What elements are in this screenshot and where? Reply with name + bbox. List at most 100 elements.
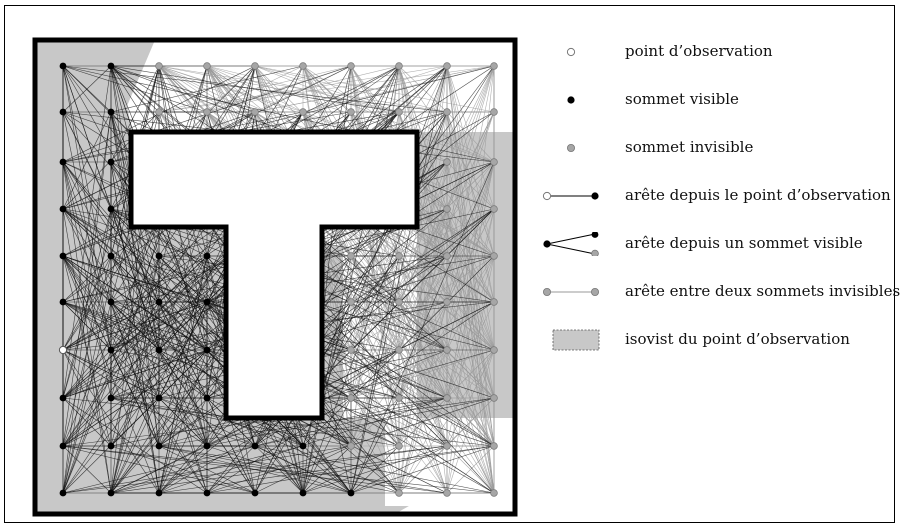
- visible-edge: [302, 65, 448, 447]
- invisible-vertex: [490, 62, 498, 70]
- visible-edge: [62, 301, 160, 351]
- invisible-vertex: [251, 62, 259, 70]
- visible-vertex: [203, 489, 211, 497]
- invisible-edge: [446, 111, 495, 494]
- legend-item-edge-from-observation: arête depuis le point d’observation: [533, 184, 901, 208]
- visible-vertex: [203, 442, 211, 450]
- visible-edge: [110, 65, 160, 163]
- visible-edge: [110, 208, 160, 494]
- visible-edge: [350, 445, 495, 494]
- invisible-edge: [254, 65, 400, 113]
- legend-item-invisible-vertex: sommet invisible: [533, 136, 901, 160]
- visible-vertex: [155, 298, 163, 306]
- visible-edge: [206, 397, 304, 447]
- visible-edge: [302, 111, 448, 494]
- invisible-vertex: [443, 346, 451, 354]
- visible-edge: [110, 349, 208, 494]
- invisible-edge: [350, 397, 448, 447]
- legend-label-edge-from-observation: arête depuis le point d’observation: [625, 186, 891, 204]
- visible-vertex: [107, 62, 115, 70]
- visible-vertex: [59, 252, 67, 260]
- visible-edge: [206, 397, 256, 494]
- invisible-vertex: [251, 108, 259, 116]
- visible-vertex: [107, 394, 115, 402]
- visible-edge: [62, 349, 160, 399]
- visible-edge: [110, 349, 160, 447]
- legend-label-edge-invisible: arête entre deux sommets invisibles: [625, 282, 901, 300]
- invisible-vertex: [490, 346, 498, 354]
- invisible-vertex: [299, 108, 307, 116]
- visible-edge: [350, 397, 400, 494]
- invisible-vertex: [395, 346, 403, 354]
- invisible-vertex: [203, 62, 211, 70]
- invisible-vertex: [155, 62, 163, 70]
- invisible-vertex: [490, 252, 498, 260]
- invisible-edge: [398, 301, 495, 447]
- visible-vertex: [59, 205, 67, 213]
- visible-vertex: [107, 489, 115, 497]
- invisible-edge: [398, 301, 448, 494]
- visible-vertex-icon: [567, 96, 575, 104]
- visible-edge: [110, 161, 160, 494]
- invisible-vertex: [490, 298, 498, 306]
- visible-edge: [110, 301, 208, 447]
- invisible-vertex: [443, 252, 451, 260]
- edge-from-observation-icon: [542, 191, 599, 201]
- visible-vertex: [155, 442, 163, 450]
- legend-item-edge-from-visible: arête depuis un sommet visible: [533, 232, 901, 256]
- visible-edge: [302, 397, 352, 494]
- visible-edge: [62, 65, 112, 303]
- invisible-edge: [398, 65, 448, 113]
- invisible-vertex: [395, 442, 403, 450]
- visible-edge: [62, 349, 112, 399]
- visible-edge: [62, 111, 112, 494]
- visible-vertex: [203, 252, 211, 260]
- visible-edge: [62, 208, 112, 494]
- visible-edge: [254, 445, 352, 494]
- visible-vertex: [299, 442, 307, 450]
- visible-edge: [62, 65, 495, 163]
- invisible-edge: [398, 208, 495, 257]
- visible-vertex: [203, 298, 211, 306]
- invisible-edge: [446, 65, 495, 303]
- invisible-edge: [446, 208, 495, 447]
- visible-vertex: [251, 489, 259, 497]
- invisible-edge: [398, 255, 495, 399]
- visible-vertex: [347, 489, 355, 497]
- invisible-vertex: [443, 205, 451, 213]
- visible-vertex: [59, 298, 67, 306]
- observation-point-icon: [566, 47, 576, 57]
- visible-edge: [158, 255, 208, 351]
- visible-vertex: [107, 205, 115, 213]
- invisible-edge: [350, 65, 495, 303]
- invisible-vertex: [347, 346, 355, 354]
- invisible-vertex: [490, 108, 498, 116]
- invisible-vertex: [443, 108, 451, 116]
- visible-edge: [158, 65, 208, 447]
- legend-item-observation-point: point d’observation: [533, 40, 901, 64]
- visible-edge: [62, 255, 352, 494]
- legend-label-visible-vertex: sommet visible: [625, 90, 739, 108]
- visible-edge: [350, 445, 400, 494]
- visible-edge: [158, 208, 495, 447]
- visible-vertex: [299, 489, 307, 497]
- invisible-vertex: [347, 252, 355, 260]
- edge-invisible-icon: [542, 287, 600, 296]
- graph-vertices: [58, 62, 498, 497]
- legend-item-visible-vertex: sommet visible: [533, 88, 901, 112]
- invisible-vertex: [395, 252, 403, 260]
- visible-edge: [158, 397, 208, 494]
- visible-vertex: [107, 346, 115, 354]
- invisible-vertex: [443, 442, 451, 450]
- legend-label-isovist: isovist du point d’observation: [625, 330, 850, 348]
- invisible-vertex: [395, 62, 403, 70]
- visibility-graph-diagram: [32, 37, 518, 517]
- legend: point d’observation sommet visible somme…: [533, 32, 901, 372]
- invisible-vertex: [490, 489, 498, 497]
- invisible-vertex: [490, 158, 498, 166]
- visible-vertex: [155, 346, 163, 354]
- visible-vertex: [59, 158, 67, 166]
- walls: [32, 37, 518, 517]
- legend-label-observation-point: point d’observation: [625, 42, 773, 60]
- visible-vertex: [107, 108, 115, 116]
